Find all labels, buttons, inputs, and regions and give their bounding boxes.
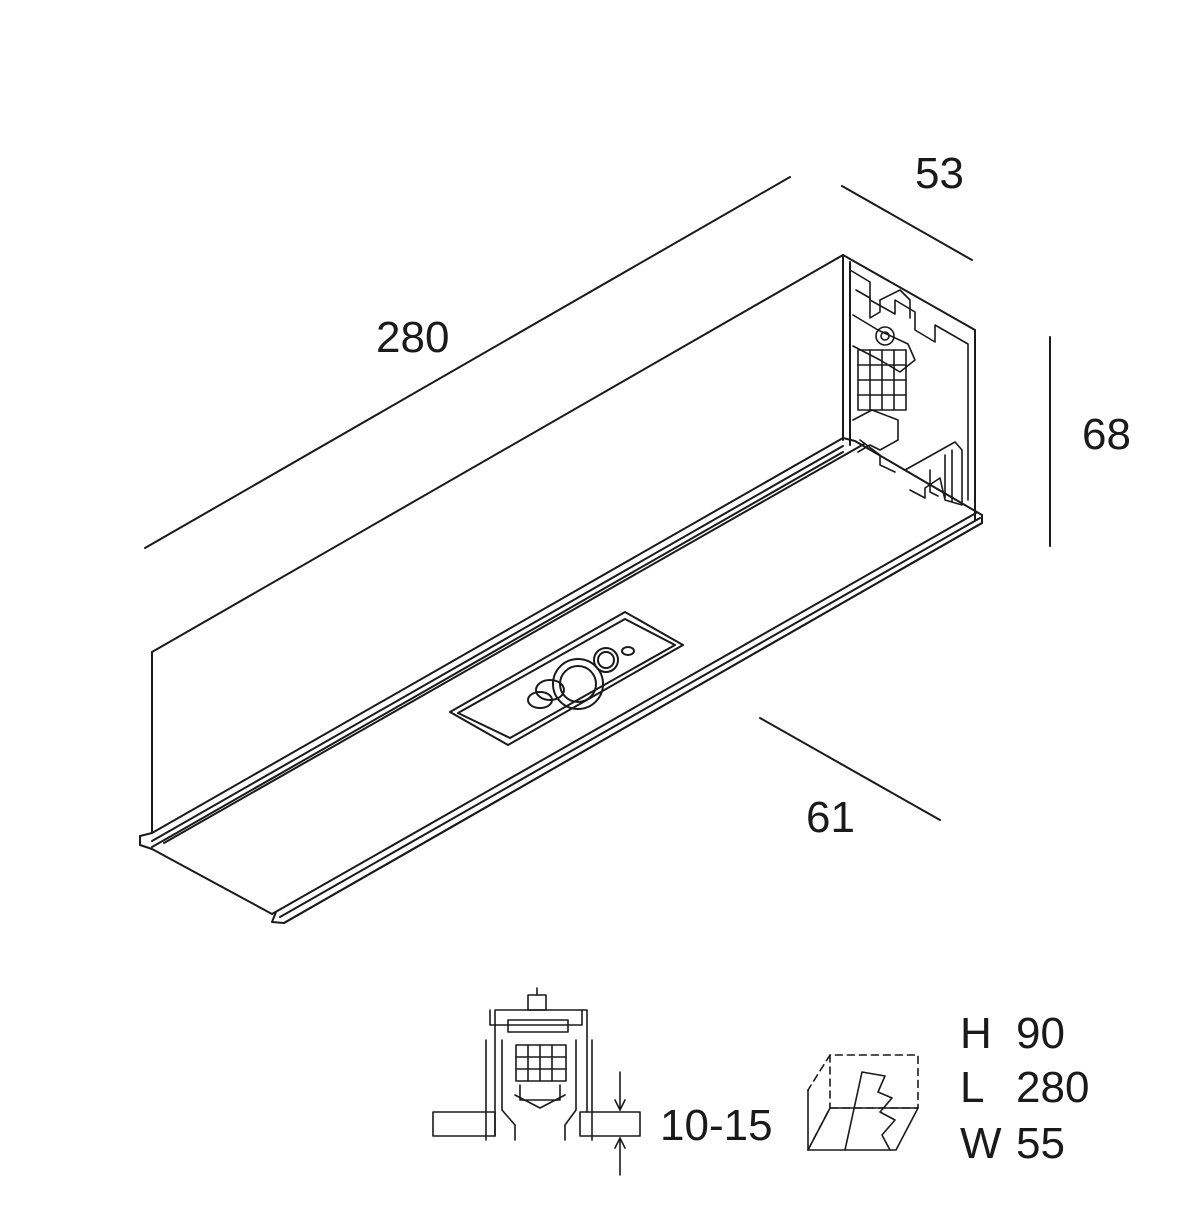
ceiling-thickness-label: 10-15 bbox=[660, 1101, 773, 1150]
length-dimension-line bbox=[144, 176, 791, 549]
cross-section-view bbox=[432, 987, 641, 1176]
sensor-plate bbox=[449, 611, 684, 746]
spec-h-value: 90 bbox=[1016, 1009, 1065, 1058]
cutout-icon bbox=[807, 1054, 919, 1151]
luminaire-housing bbox=[139, 254, 983, 924]
spec-w-key: W bbox=[960, 1119, 1002, 1168]
dimension-lines bbox=[144, 176, 1051, 821]
width-top-dimension-line bbox=[841, 185, 973, 261]
end-cap-detail bbox=[849, 269, 969, 506]
length-label: 280 bbox=[376, 313, 450, 362]
spec-w-value: 55 bbox=[1016, 1119, 1065, 1168]
spec-l-key: L bbox=[960, 1063, 985, 1112]
height-label: 68 bbox=[1082, 410, 1131, 459]
spec-h-key: H bbox=[960, 1009, 992, 1058]
spec-l-value: 280 bbox=[1016, 1063, 1090, 1112]
width-bottom-dimension-line bbox=[759, 717, 941, 821]
width-top-label: 53 bbox=[915, 149, 964, 198]
width-bottom-label: 61 bbox=[806, 793, 855, 842]
